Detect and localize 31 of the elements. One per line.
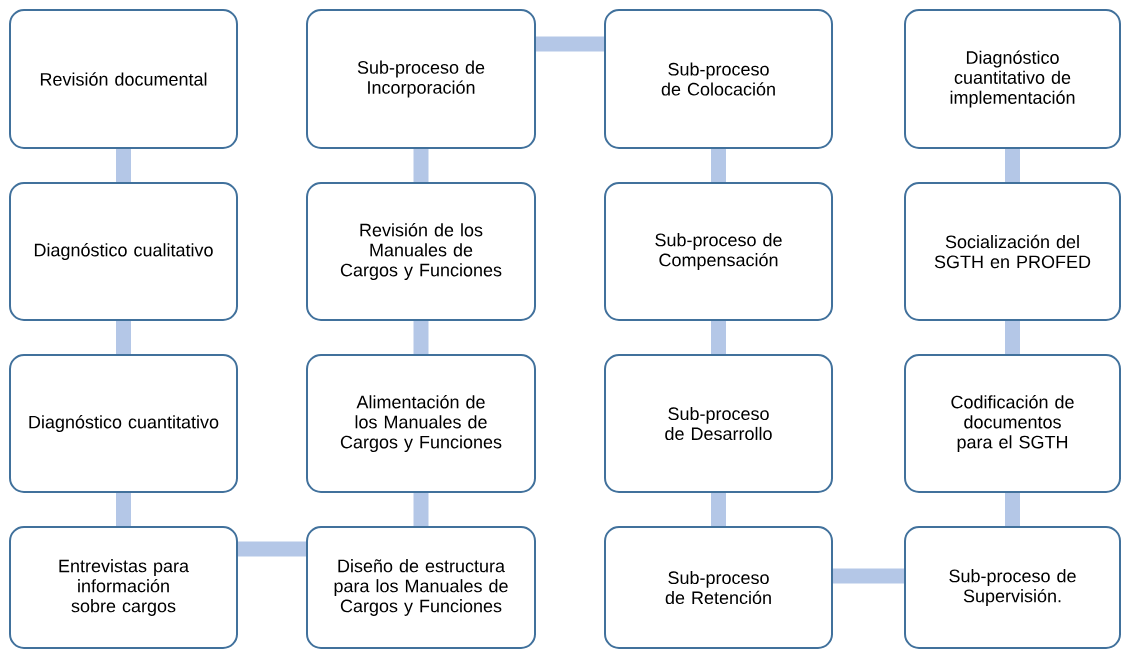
process-box: Revisión documental <box>9 9 238 149</box>
connector-bar <box>711 493 726 526</box>
connector-bar <box>1005 321 1020 354</box>
process-box: Sub-proceso de Supervisión. <box>904 526 1121 649</box>
process-box: Diseño de estructura para los Manuales de Cargos y Funciones <box>306 526 536 649</box>
process-box: Sub-proceso de Desarrollo <box>604 354 833 493</box>
process-box: Sub-proceso de Colocación <box>604 9 833 149</box>
connector-bar <box>238 541 306 557</box>
process-box: Diagnóstico cuantitativo <box>9 354 238 493</box>
connector-bar <box>833 568 904 584</box>
connector-bar <box>1005 149 1020 182</box>
connector-bar <box>413 149 429 182</box>
process-box: Diagnóstico cualitativo <box>9 182 238 321</box>
connector-bar <box>536 36 604 52</box>
process-box: Sub-proceso de Compensación <box>604 182 833 321</box>
process-box: Revisión de los Manuales de Cargos y Funciones <box>306 182 536 321</box>
connector-bar <box>116 493 131 526</box>
process-box: Entrevistas para información sobre cargos <box>9 526 238 649</box>
process-box: Socialización del SGTH en PROFED <box>904 182 1121 321</box>
connector-bar <box>413 493 429 526</box>
connector-bar <box>1005 493 1020 526</box>
connector-bar <box>711 149 726 182</box>
process-box: Sub-proceso de Retención <box>604 526 833 649</box>
connector-bar <box>711 321 726 354</box>
connector-bar <box>116 321 131 354</box>
connector-bar <box>413 321 429 354</box>
connector-bar <box>116 149 131 182</box>
process-box: Diagnóstico cuantitativo de implementación <box>904 9 1121 149</box>
process-box: Alimentación de los Manuales de Cargos y Funciones <box>306 354 536 493</box>
process-box: Codificación de documentos para el SGTH <box>904 354 1121 493</box>
process-box: Sub-proceso de Incorporación <box>306 9 536 149</box>
